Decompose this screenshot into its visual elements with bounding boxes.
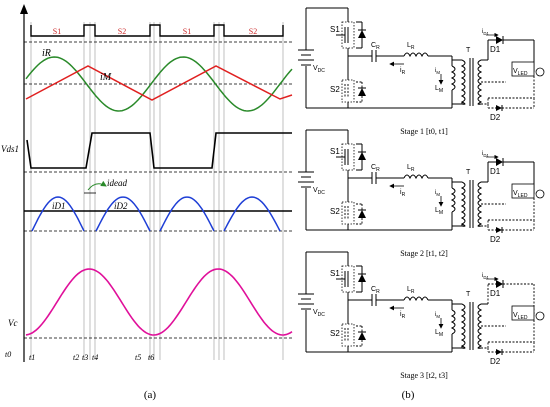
panel-label-a: (a) [144, 389, 157, 401]
gate-label-s2-second: S2 [249, 27, 257, 36]
panel-label-b: (b) [402, 389, 415, 401]
im-current-label: iM [435, 190, 440, 197]
lm-label: LM [435, 329, 443, 338]
id2-label: iD2 [114, 201, 128, 211]
vds-label: Vds1 [1, 144, 19, 154]
t-label: T [466, 169, 471, 176]
ir-current-label: iR [400, 311, 406, 320]
vc-waveform [25, 268, 293, 336]
cr-label: CR [371, 42, 380, 51]
d1-label: D1 [490, 289, 501, 298]
s2-label: S2 [330, 329, 340, 338]
lr-label: LR [407, 164, 415, 173]
s1-label: S1 [330, 269, 340, 278]
diode-waveform [31, 196, 281, 232]
time-gridlines [30, 22, 284, 360]
id1-current-label: iD1 [482, 151, 489, 158]
d2-label: D2 [490, 235, 501, 244]
stage-caption: Stage 3 [t2, t3] [400, 371, 448, 380]
t-label: T [466, 47, 471, 54]
gate-signal-row: S1 S2 S1 S2 [24, 24, 292, 43]
vc-label: Vc [8, 318, 18, 328]
ir-current-label: iR [400, 67, 406, 76]
time-label: t5 [135, 353, 141, 362]
vc-row: Vc [8, 268, 293, 339]
idead-label: idead [107, 178, 127, 188]
d1-label: D1 [490, 45, 501, 54]
time-label: t1 [29, 353, 35, 362]
vled-label: VLED [513, 68, 528, 77]
s2-label: S2 [330, 207, 340, 216]
time-label: t4 [92, 353, 98, 362]
gate-waveform [30, 24, 284, 37]
s2-label: S2 [330, 85, 340, 94]
t-label: T [466, 291, 471, 298]
time-label: t3 [82, 353, 88, 362]
time-label: t2 [73, 353, 79, 362]
d2-label: D2 [490, 113, 501, 122]
vds-waveform [26, 132, 292, 169]
time-label: t6 [148, 353, 154, 362]
vled-label: VLED [513, 190, 528, 199]
im-label: iM [100, 72, 112, 83]
s1-label: S1 [330, 147, 340, 156]
vdc-label: VDC [313, 65, 325, 74]
lm-label: LM [435, 85, 443, 94]
resonant-current-row: iR iM [24, 48, 293, 112]
stage-caption: Stage 2 [t1, t2] [400, 249, 448, 258]
gate-label-s2-first: S2 [118, 27, 126, 36]
id1-current-label: iD1 [482, 29, 489, 36]
lr-label: LR [407, 42, 415, 51]
axis-arrow-icon [20, 4, 28, 14]
diode-current-row: idead iD1 iD2 [24, 178, 292, 232]
gate-label-s1-second: S1 [183, 27, 191, 36]
im-current-label: iM [435, 68, 440, 75]
im-waveform [25, 65, 293, 101]
id1-current-label: iD1 [482, 273, 489, 280]
im-current-label: iM [435, 312, 440, 319]
ir-label: iR [42, 48, 51, 59]
d2-label: D2 [490, 357, 501, 366]
ir-current-label: iR [400, 189, 406, 198]
lr-label: LR [407, 286, 415, 295]
lm-label: LM [435, 207, 443, 216]
s1-label: S1 [330, 25, 340, 34]
idead-arrow-icon [87, 180, 107, 191]
id1-label: iD1 [52, 201, 66, 211]
ir-waveform [25, 56, 293, 112]
vdc-label: VDC [313, 309, 325, 318]
stage-caption: Stage 1 [t0, t1] [400, 127, 448, 136]
cr-label: CR [371, 164, 380, 173]
vds-row: Vds1 [1, 132, 292, 173]
gate-label-s1-first: S1 [53, 27, 61, 36]
waveform-panel: S1 S2 S1 S2 iR iM Vds1 idead iD1 [1, 4, 293, 401]
cr-label: CR [371, 286, 380, 295]
time-label: t0 [5, 350, 11, 359]
vled-label: VLED [513, 312, 528, 321]
vdc-label: VDC [313, 187, 325, 196]
d1-label: D1 [490, 167, 501, 176]
